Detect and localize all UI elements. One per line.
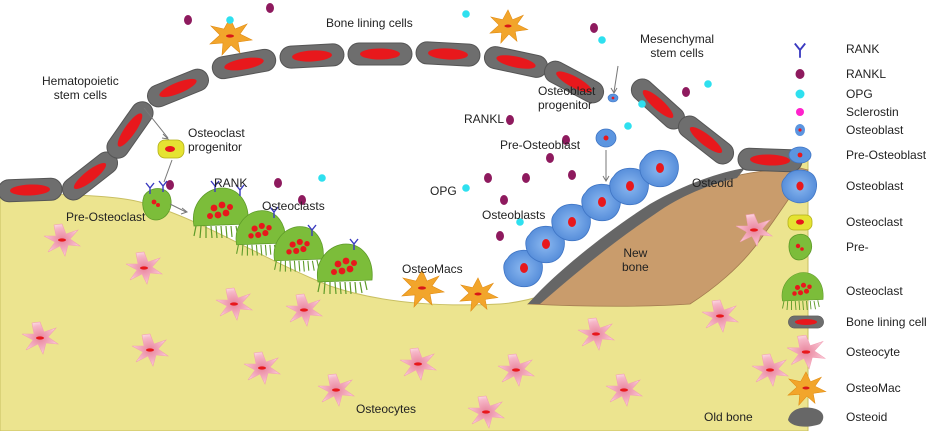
legend-item-rank: RANK bbox=[846, 42, 880, 56]
osteoclast-progenitor-cell bbox=[157, 139, 185, 159]
legend-item-osteoid: Osteoid bbox=[846, 410, 888, 424]
label-mesenchymal-line2: stem cells bbox=[650, 46, 704, 60]
label-osteoclast-progenitor: Osteoclast progenitor bbox=[188, 126, 245, 154]
legend-item-osteocyte: Osteocyte bbox=[846, 345, 901, 359]
label-osteoid: Osteoid bbox=[692, 176, 734, 190]
arrows bbox=[143, 65, 619, 215]
label-rank: RANK bbox=[214, 176, 248, 190]
label-osteocytes: Osteocytes bbox=[356, 402, 417, 416]
label-mesenchymal-stem-cells: Mesenchymal stem cells bbox=[640, 32, 714, 60]
label-new-bone-line2: bone bbox=[622, 260, 649, 274]
label-hematopoietic-line1: Hematopoietic bbox=[42, 74, 119, 88]
label-pre-osteoclast: Pre-Osteoclast bbox=[66, 210, 146, 224]
pre-osteoblast-cell bbox=[595, 128, 617, 148]
osteoblast-progenitor-cell bbox=[607, 93, 619, 103]
legend-item-osteoblast: Osteoblast bbox=[846, 179, 904, 193]
legend-item-rankl: RANKL bbox=[846, 67, 887, 81]
legend-item-osteoblast-small: Osteoblast bbox=[846, 123, 904, 137]
legend-item-osteoclast-progenitor: Osteoclast bbox=[846, 215, 903, 229]
opg-molecules bbox=[226, 10, 712, 226]
legend-item-opg: OPG bbox=[846, 87, 873, 101]
label-hematopoietic-line2: stem cells bbox=[53, 88, 108, 102]
legend-item-bone-lining-cell: Bone lining cell bbox=[846, 315, 927, 329]
label-new-bone-line1: New bbox=[623, 246, 648, 260]
osteoid-layer bbox=[528, 168, 745, 304]
pre-osteoclast-cell bbox=[142, 180, 172, 221]
label-osteoclast-progenitor-line2: progenitor bbox=[188, 140, 243, 154]
label-pre-osteoblast: Pre-Osteoblast bbox=[500, 138, 581, 152]
label-opg: OPG bbox=[430, 184, 457, 198]
bone-lining-cells bbox=[0, 40, 803, 205]
label-new-bone: New bone bbox=[622, 246, 649, 274]
label-rankl: RANKL bbox=[464, 112, 505, 126]
legend-item-sclerostin: Sclerostin bbox=[846, 105, 899, 119]
label-bone-lining-cells: Bone lining cells bbox=[326, 16, 413, 30]
label-osteoblast-progenitor-line1: Osteoblast bbox=[538, 84, 596, 98]
legend-icons bbox=[781, 42, 827, 427]
legend-item-osteomac: OsteoMac bbox=[846, 381, 901, 395]
legend-item-pre-osteoclast: Pre- bbox=[846, 240, 869, 254]
label-osteoclasts: Osteoclasts bbox=[262, 199, 325, 213]
label-osteoblast-progenitor-line2: progenitor bbox=[538, 98, 593, 112]
label-osteoblast-progenitor: Osteoblast progenitor bbox=[538, 84, 595, 112]
label-osteoclast-progenitor-line1: Osteoclast bbox=[188, 126, 245, 140]
label-osteoblasts: Osteoblasts bbox=[482, 208, 546, 222]
label-old-bone: Old bone bbox=[704, 410, 753, 424]
label-hematopoietic-stem-cells: Hematopoietic stem cells bbox=[42, 74, 119, 102]
legend-item-pre-osteoblast: Pre-Osteoblast bbox=[846, 148, 927, 162]
legend-item-osteoclast: Osteoclast bbox=[846, 284, 903, 298]
rankl-molecules bbox=[166, 3, 690, 241]
label-osteomacs: OsteoMacs bbox=[402, 262, 463, 276]
label-mesenchymal-line1: Mesenchymal bbox=[640, 32, 715, 46]
